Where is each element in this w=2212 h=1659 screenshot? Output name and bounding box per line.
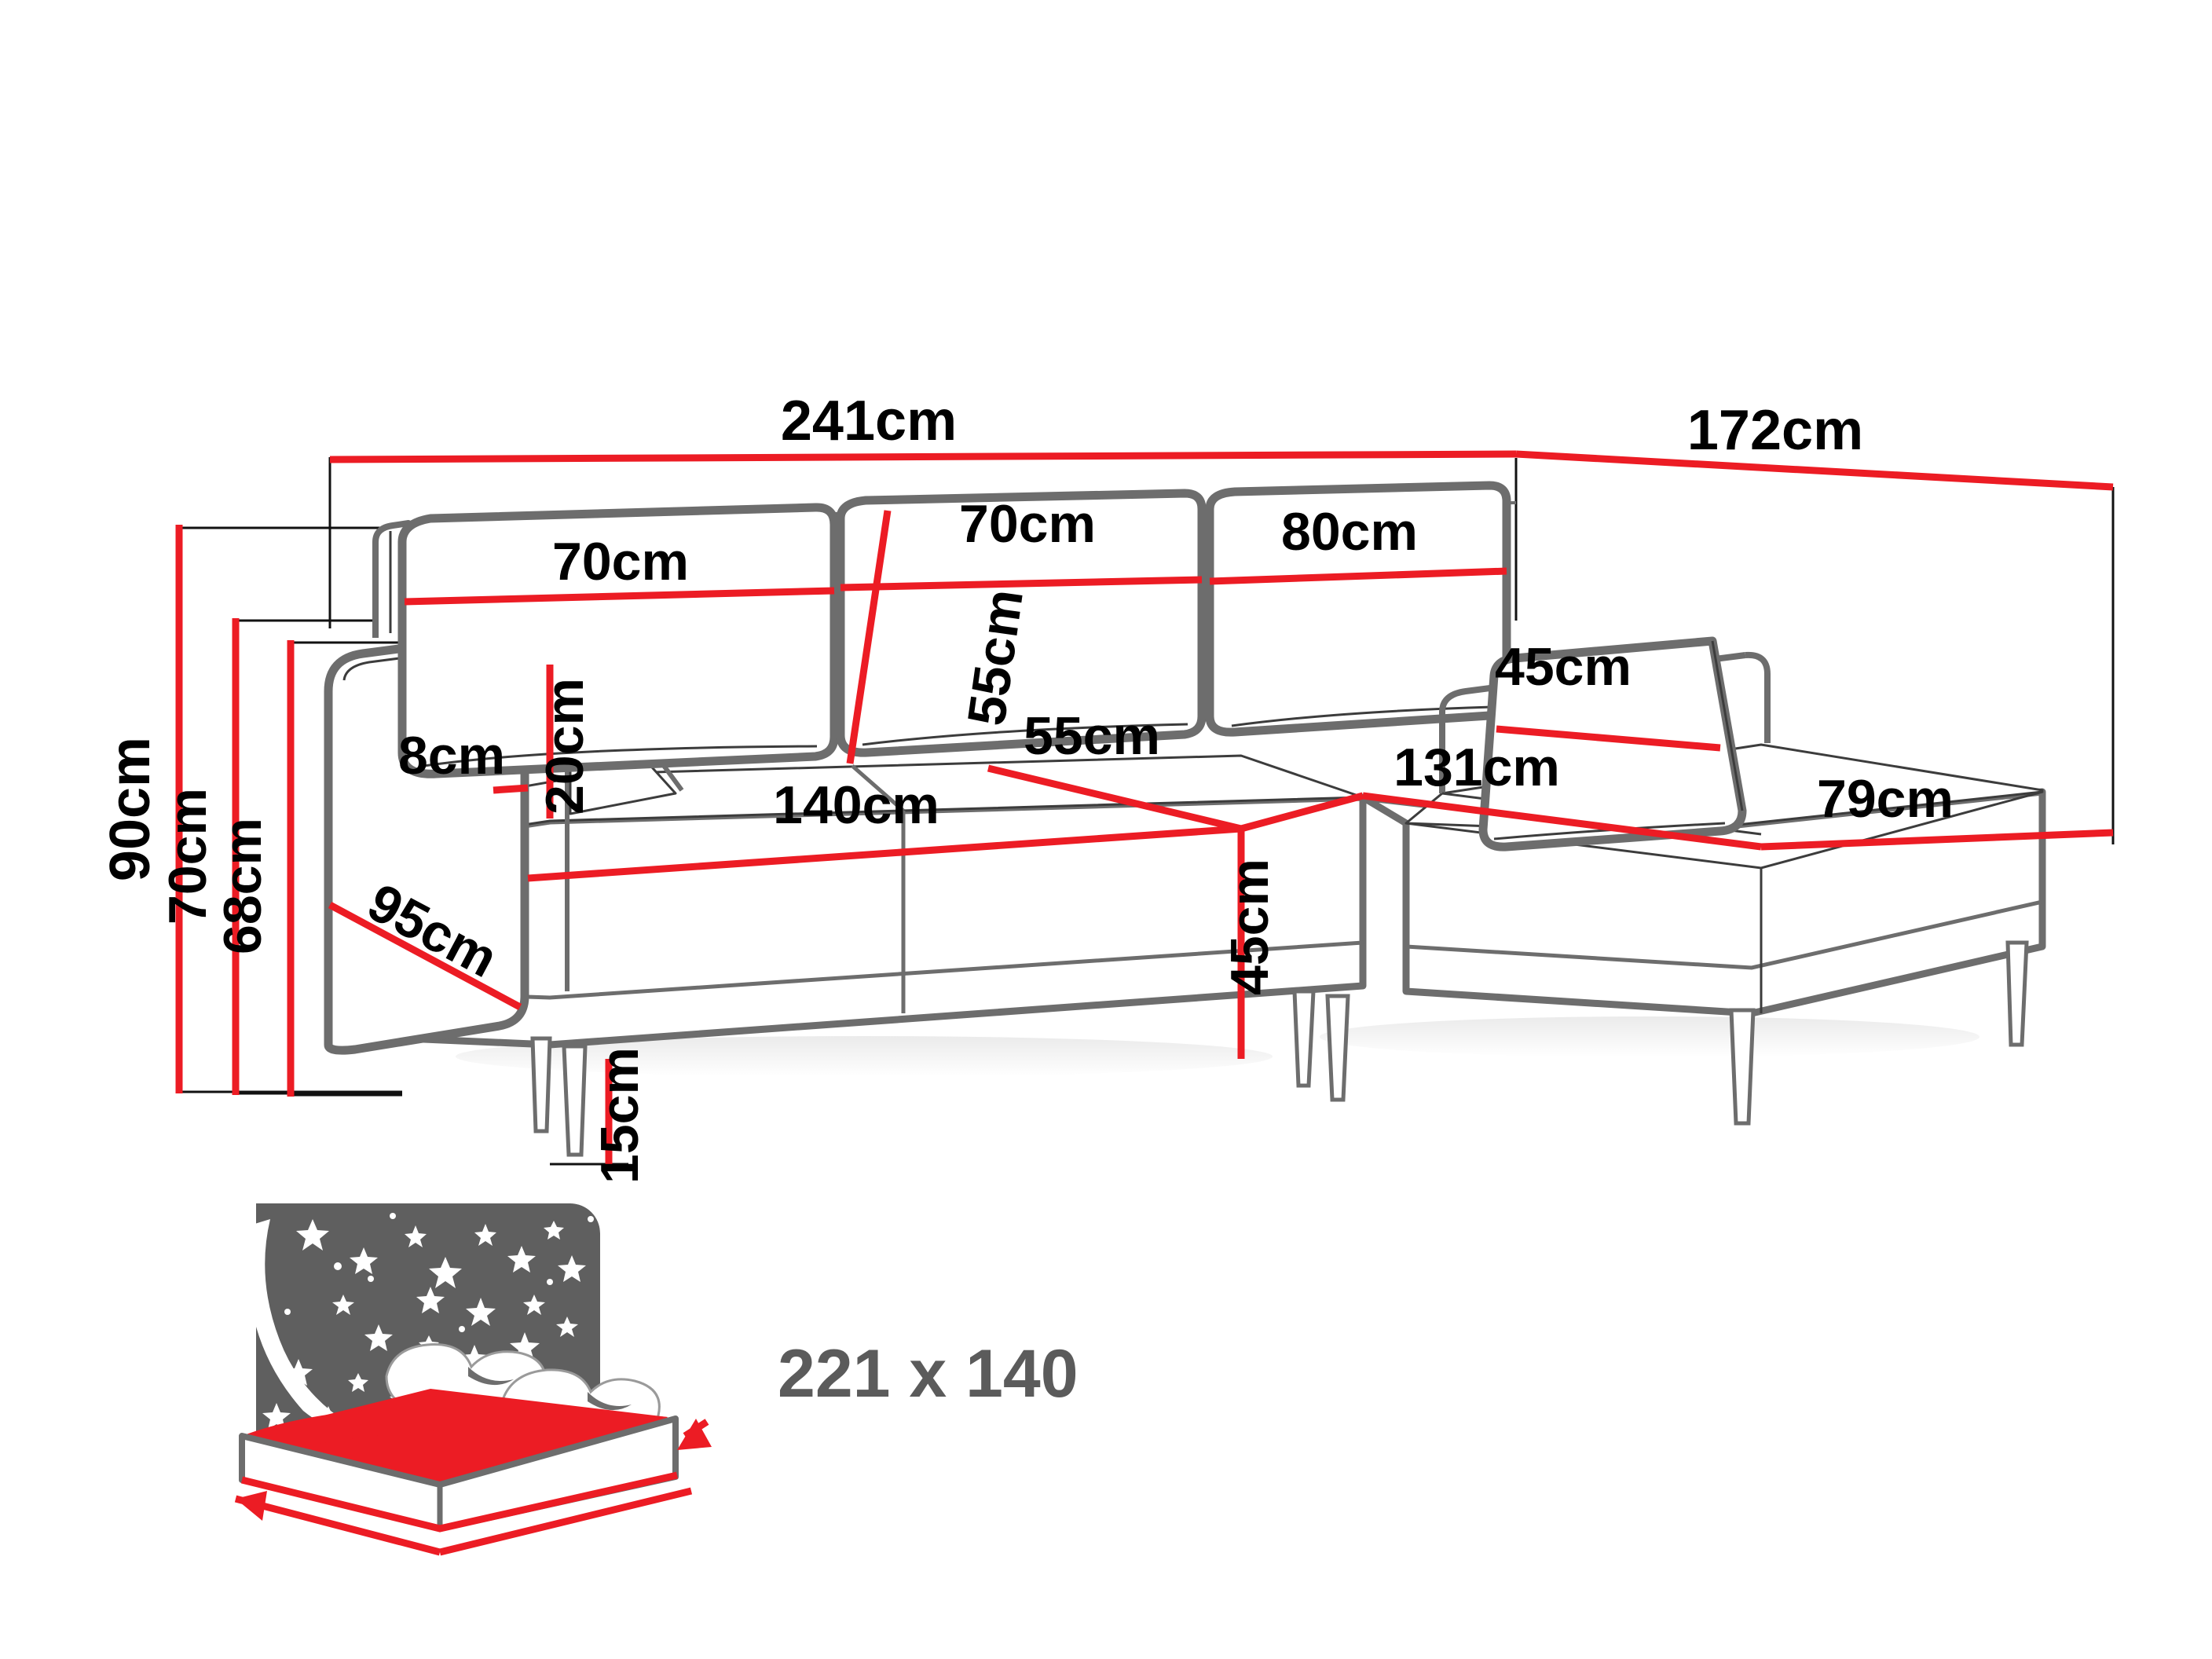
- dimline-70-mid: [840, 576, 1203, 591]
- label-68: 68cm: [213, 818, 273, 954]
- dimline-140: [527, 825, 1242, 882]
- mattress-length-arrow: [677, 1419, 712, 1450]
- label-70-mid: 70cm: [959, 494, 1096, 554]
- label-131: 131cm: [1393, 738, 1560, 797]
- chaise-section: [1359, 636, 2046, 1017]
- dimline-131: [1362, 792, 1762, 851]
- dimension-lines: [175, 450, 2114, 1164]
- mattress-width-arrow: [236, 1491, 267, 1521]
- dimline-55-height: [846, 510, 892, 764]
- sleeping-bed-icon: 221 x 140: [234, 1203, 1079, 1556]
- label-90: 90cm: [99, 737, 162, 881]
- dimline-95: [328, 902, 522, 1010]
- label-241: 241cm: [781, 390, 957, 452]
- dimline-80: [1209, 567, 1507, 585]
- dimline-55-depth: [987, 764, 1243, 833]
- label-70-height: 70cm: [158, 788, 218, 925]
- label-55-depth: 55cm: [1024, 706, 1160, 766]
- label-140: 140cm: [773, 775, 939, 835]
- dimline-70-left: [404, 587, 835, 606]
- sofa-legs: [530, 940, 2029, 1157]
- extension-lines: [179, 457, 2115, 1166]
- dimline-79: [1760, 829, 2114, 851]
- label-70-left: 70cm: [552, 532, 689, 591]
- dimline-8: [493, 784, 529, 794]
- sleep-size-label: 221 x 140: [778, 1336, 1079, 1412]
- dimline-45-corner: [1496, 725, 1721, 752]
- label-20: 20cm: [535, 678, 595, 815]
- label-79: 79cm: [1817, 769, 1954, 829]
- label-8: 8cm: [398, 726, 505, 786]
- label-172: 172cm: [1687, 399, 1863, 462]
- label-80: 80cm: [1281, 502, 1418, 562]
- label-45-corner: 45cm: [1495, 637, 1632, 697]
- label-45-seat: 45cm: [1220, 859, 1280, 995]
- label-15: 15cm: [590, 1047, 650, 1184]
- dimline-172: [1515, 450, 2114, 491]
- dimension-labels: 241cm 172cm 70cm 70cm 80cm 55cm 45cm 90c…: [99, 390, 1954, 1184]
- dimline-55-depth-b: [1240, 792, 1364, 833]
- furniture-shadows: [456, 1016, 1979, 1077]
- dimline-241: [329, 450, 1517, 463]
